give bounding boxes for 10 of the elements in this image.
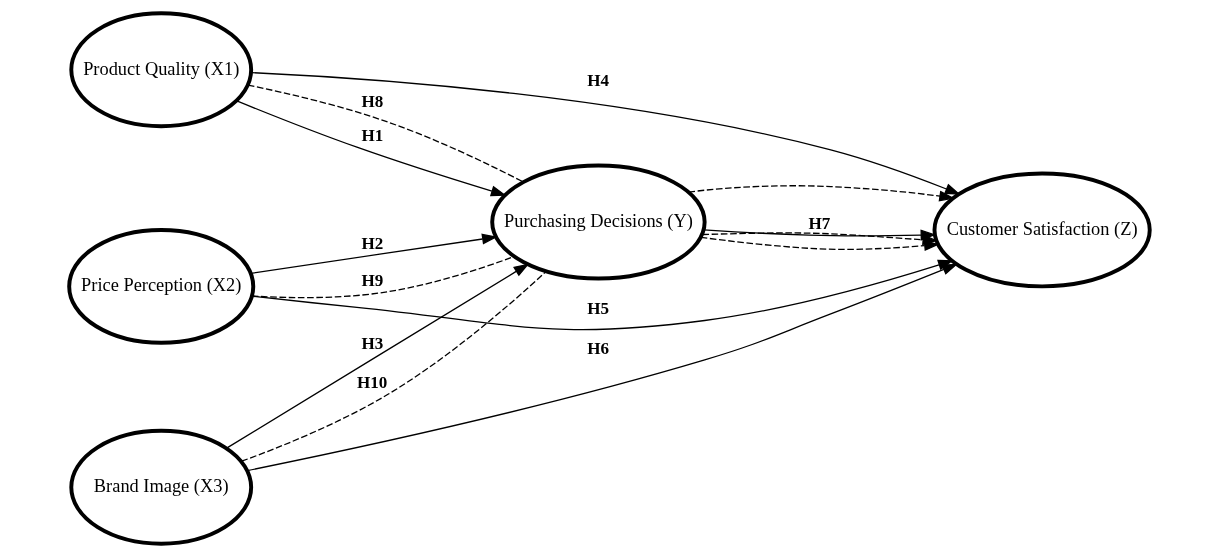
- edge-label: H3: [361, 333, 383, 353]
- edge-label: H7: [807, 214, 830, 234]
- edge-label: H4: [586, 71, 609, 91]
- edge-label: H2: [361, 233, 383, 253]
- edge-label: H6: [586, 338, 609, 358]
- edge-label: H1: [361, 126, 383, 146]
- edge-label: H9: [361, 270, 383, 290]
- edge-label: H5: [586, 299, 609, 319]
- edge-label: H8: [361, 92, 383, 112]
- edge-label: H10: [356, 373, 387, 392]
